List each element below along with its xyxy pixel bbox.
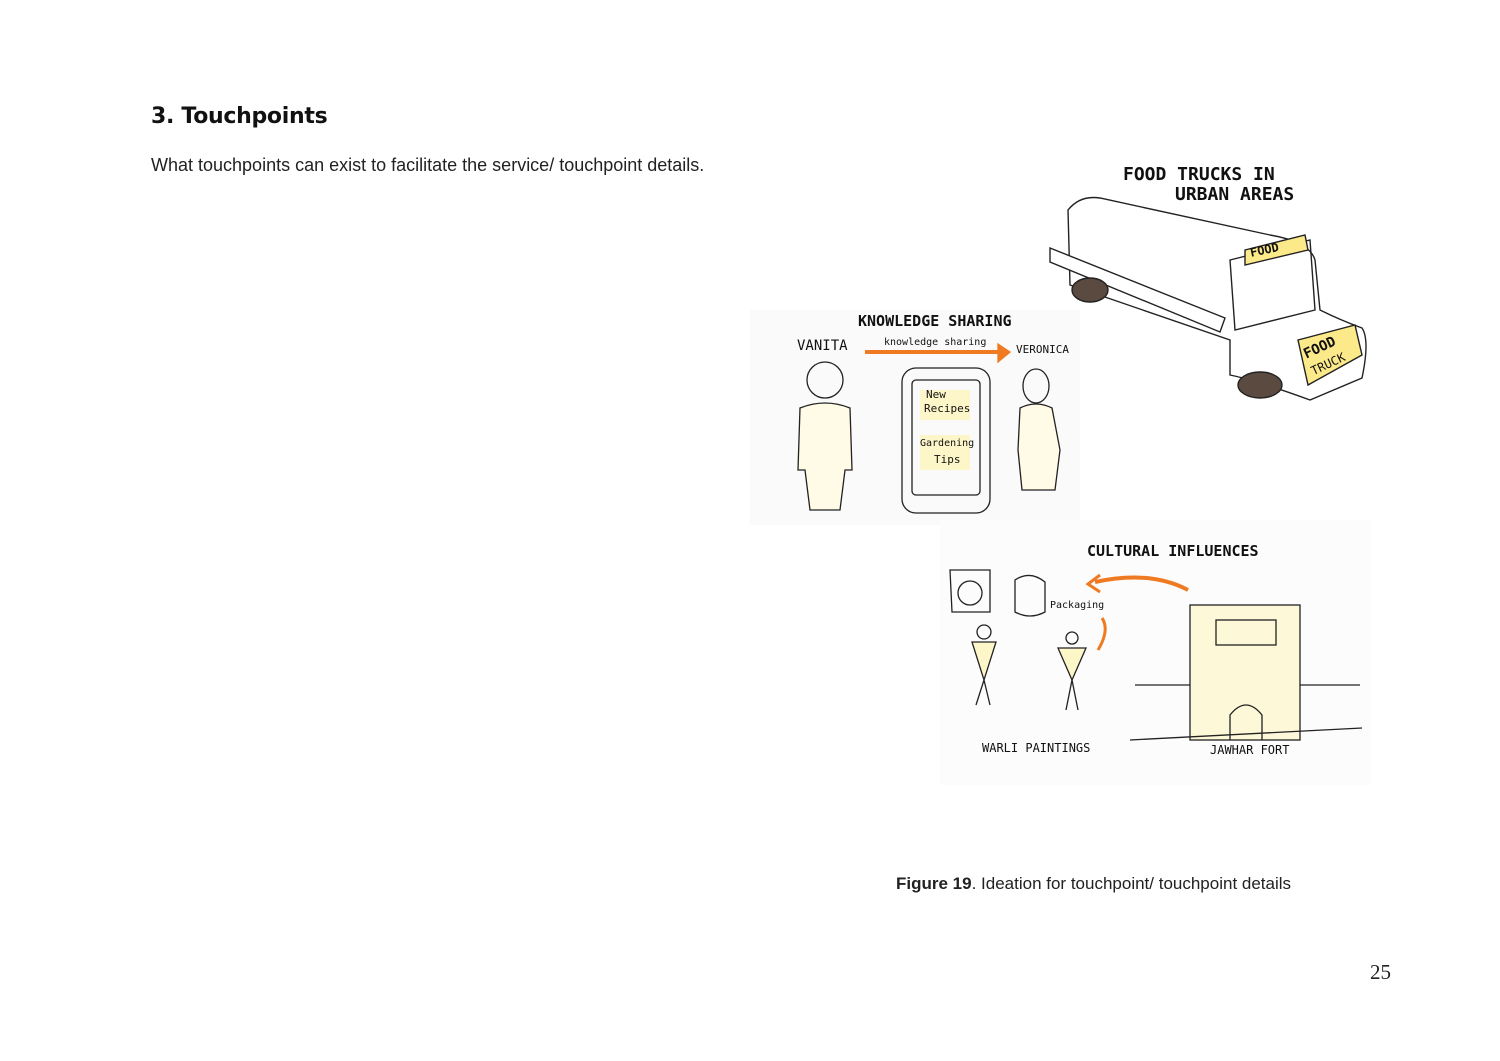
label-warli-paintings: WARLI PAINTINGS [982, 741, 1091, 755]
label-veronica: VERONICA [1016, 343, 1069, 356]
page-number: 25 [1370, 960, 1391, 984]
label-packaging: Packaging [1050, 600, 1105, 611]
knowledge-sharing-drawing [797, 342, 1061, 514]
label-food-trucks: FOOD TRUCKS IN [1123, 164, 1275, 185]
label-vanita: VANITA [797, 338, 848, 354]
label-urban-areas: URBAN AREAS [1175, 184, 1295, 205]
sketch-illustration [750, 196, 1370, 785]
touchpoint-sketch-figure: FOOD TRUCKS IN URBAN AREAS FOOD FOOD TRU… [750, 150, 1380, 790]
food-truck-drawing [1049, 196, 1367, 401]
label-phone-tips: Tips [934, 453, 961, 466]
label-knowledge-sharing: KNOWLEDGE SHARING [858, 312, 1012, 330]
label-phone-recipes: Recipes [924, 402, 971, 415]
label-jawhar-fort: JAWHAR FORT [1210, 743, 1290, 757]
figure-caption-label: Figure 19 [896, 874, 972, 893]
label-arrow-knowledge-sharing: knowledge sharing [884, 337, 987, 348]
section-intro: What touchpoints can exist to facilitate… [151, 155, 705, 175]
section-heading: 3. Touchpoints [151, 104, 328, 129]
cultural-influences-drawing [949, 569, 1363, 741]
label-phone-gardening: Gardening [920, 438, 975, 449]
label-phone-new: New [926, 388, 946, 401]
figure-caption: Figure 19. Ideation for touchpoint/ touc… [896, 874, 1291, 894]
label-cultural-influences: CULTURAL INFLUENCES [1087, 542, 1259, 560]
figure-caption-text: . Ideation for touchpoint/ touchpoint de… [971, 874, 1292, 893]
